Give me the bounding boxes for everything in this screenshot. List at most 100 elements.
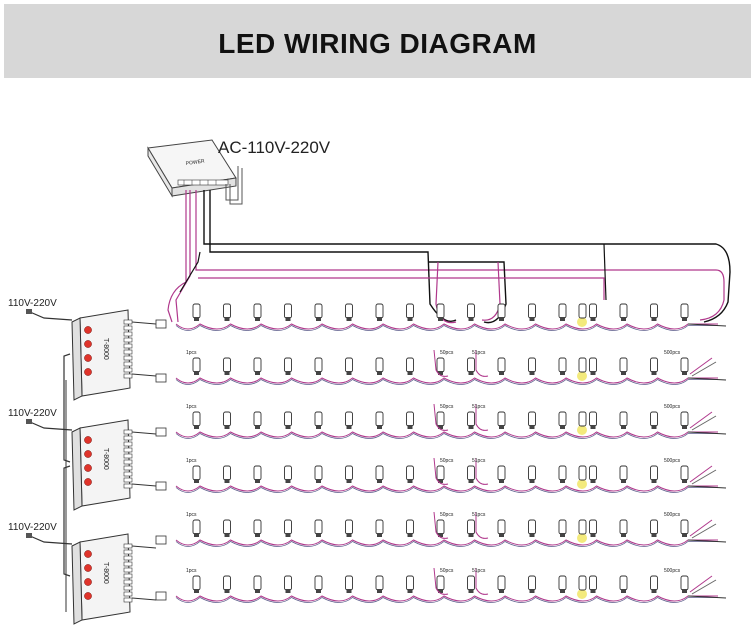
power-feed-wire [167, 190, 187, 323]
string-tail [689, 411, 713, 429]
led-pixel [680, 465, 689, 481]
string-mid-a-label: 50pcs [440, 350, 454, 356]
led-pixel [680, 519, 689, 535]
controller-port [123, 591, 133, 597]
controller: T-8000 [26, 419, 157, 511]
injection-wire [475, 568, 489, 595]
led-pixel [528, 411, 536, 427]
controller-input-label: 110V-220V [8, 298, 57, 309]
controller-button [84, 564, 92, 572]
led-pixel-base [438, 589, 443, 593]
led-pixel-base [560, 589, 565, 593]
led-pixel [650, 303, 658, 319]
controller-port [123, 573, 133, 579]
power-feed-wire [179, 251, 201, 293]
led-pixel [375, 411, 384, 427]
led-pixel-base [346, 589, 352, 593]
controller-side [71, 317, 83, 401]
led-pixel [589, 303, 597, 319]
led-pixel-base [224, 425, 230, 429]
string-tail [689, 519, 713, 537]
led-pixel [284, 357, 292, 373]
led-pixel [253, 465, 262, 481]
led-pixel [650, 411, 658, 427]
led-pixel [345, 411, 353, 427]
led-pixel [558, 411, 567, 427]
led-pixel-base [285, 371, 291, 375]
led-pixel-base [316, 317, 321, 321]
led-pixel [314, 575, 323, 591]
led-pixel [650, 519, 658, 535]
led-pixel [619, 575, 628, 591]
led-pixel-base [468, 425, 474, 429]
controller-input-label: 110V-220V [8, 522, 57, 533]
controller-port [123, 597, 133, 603]
led-pixel [467, 519, 475, 535]
led-pixel [314, 303, 323, 319]
controller-port [123, 319, 133, 325]
injection-wire [475, 404, 489, 431]
string-mid-b-label: 51pcs [472, 350, 486, 356]
led-pixel-base [224, 533, 230, 537]
controller-port [123, 435, 133, 441]
mains-cable [29, 535, 73, 545]
led-pixel-base [438, 479, 443, 483]
led-pixel [528, 357, 536, 373]
led-pixel-base [194, 371, 199, 375]
mains-cable [29, 421, 73, 431]
controller: T-8000 [26, 309, 157, 401]
led-pixel [192, 465, 201, 481]
led-pixel [406, 575, 414, 591]
controller-port [123, 441, 133, 447]
controller-port [123, 477, 133, 483]
title-banner: LED WIRING DIAGRAM [4, 4, 751, 78]
led-pixel [497, 411, 506, 427]
led-pixel-base [529, 589, 535, 593]
led-pixel-base [590, 317, 596, 321]
injection-wire [475, 458, 489, 485]
led-pixel-base [499, 479, 504, 483]
led-pixel-base [468, 589, 474, 593]
string-connector [155, 319, 167, 329]
led-pixel [650, 465, 658, 481]
led-string [155, 511, 727, 547]
string-wire [175, 541, 718, 547]
led-pixel [345, 357, 353, 373]
led-pixel [680, 357, 689, 373]
led-pixel [314, 357, 323, 373]
led-pixel-base [285, 533, 291, 537]
led-pixel-base [316, 425, 321, 429]
sync-cable [63, 353, 71, 463]
led-pixel-base [377, 479, 382, 483]
string-tail [687, 323, 727, 327]
controller-port [123, 459, 133, 465]
led-pixel-base [590, 479, 596, 483]
led-pixel-base [346, 479, 352, 483]
mains-plug [26, 533, 32, 538]
led-pixel-base [468, 533, 474, 537]
led-pixel-base [438, 533, 443, 537]
led-pixel [192, 303, 201, 319]
led-pixel [650, 357, 658, 373]
led-pixel [558, 303, 567, 319]
led-pixel [284, 411, 292, 427]
controller-port [123, 337, 133, 343]
led-pixel [436, 519, 445, 535]
led-pixel-base [560, 317, 565, 321]
led-pixel [528, 303, 536, 319]
string-tail [687, 431, 727, 435]
power-supply: POWER [147, 139, 237, 198]
string-mid-b-label: 51pcs [472, 404, 486, 410]
controller-port [123, 447, 133, 453]
mains-cable [29, 311, 73, 321]
controller-button [84, 354, 92, 362]
led-pixel [192, 411, 201, 427]
led-pixel [650, 575, 658, 591]
string-wire [175, 431, 718, 438]
string-wire [175, 539, 718, 546]
output-cable [131, 483, 157, 487]
power-feed-wire [175, 190, 191, 323]
string-tail [691, 469, 717, 485]
led-pixel [314, 519, 323, 535]
